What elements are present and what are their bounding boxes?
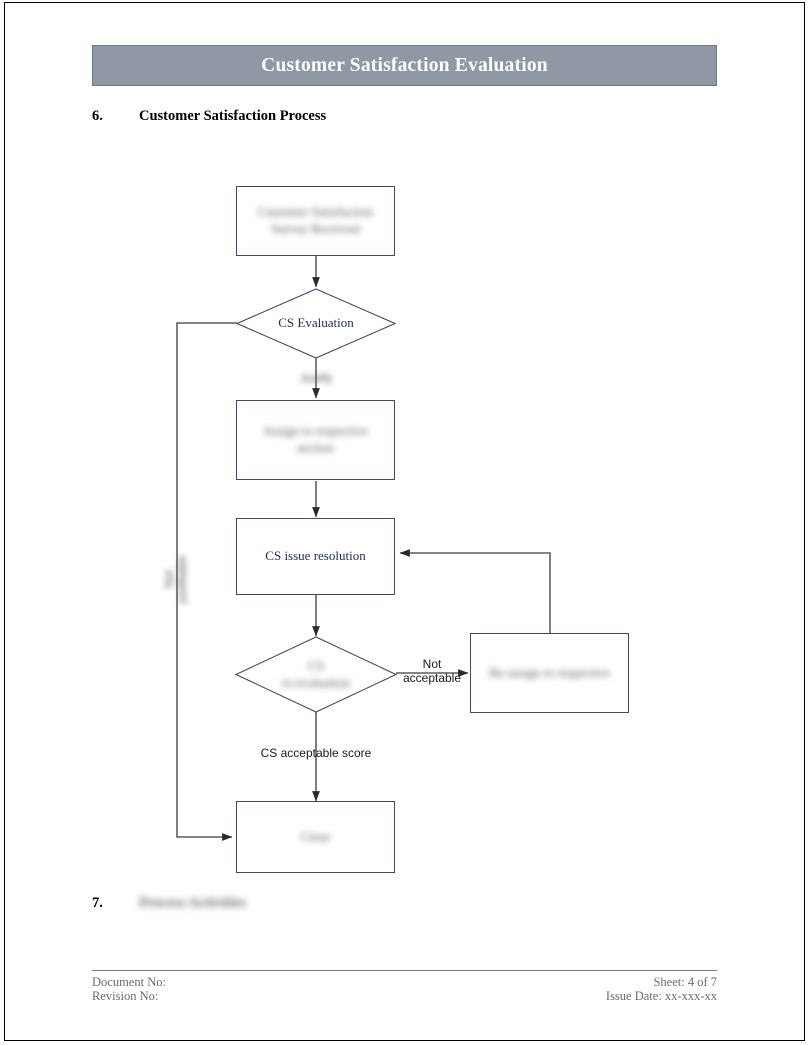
flow-node-close-label: Close	[300, 828, 331, 844]
section-6-title: Customer Satisfaction Process	[139, 108, 327, 124]
edge-label-not-justifiable: Not justifiable	[163, 555, 189, 604]
section-7-number: 7.	[92, 895, 103, 911]
flow-node-survey-received-label: Customer Satisfaction Survey Received	[257, 204, 374, 236]
flow-node-cs-evaluation-label: CS Evaluation	[278, 315, 354, 331]
edge-label-not-acceptable: Not acceptable	[402, 657, 462, 685]
flow-node-cs-issue-resolution[interactable]: CS issue resolution	[236, 518, 395, 595]
edge-label-justify: Justify	[299, 373, 333, 385]
document-title: Customer Satisfaction Evaluation	[261, 54, 548, 76]
footer-document-no: Document No:	[92, 975, 166, 989]
flow-node-survey-received[interactable]: Customer Satisfaction Survey Received	[236, 186, 395, 256]
flow-node-close[interactable]: Close	[236, 801, 395, 873]
document-header-banner: Customer Satisfaction Evaluation	[92, 45, 717, 86]
flow-node-cs-evaluation[interactable]: CS Evaluation	[237, 289, 395, 358]
section-6-number: 6.	[92, 108, 103, 124]
flow-node-cs-issue-resolution-label: CS issue resolution	[265, 548, 366, 564]
footer-revision-no: Revision No:	[92, 989, 159, 1003]
page-border	[4, 2, 805, 1041]
flow-node-cs-re-evaluation[interactable]: CS re-evaluation	[236, 637, 396, 712]
edge-label-cs-acceptable-score: CS acceptable score	[260, 746, 372, 760]
flow-node-assign-section-label: Assign to respective section	[262, 423, 369, 455]
footer-issue-date: Issue Date: xx-xxx-xx	[605, 989, 717, 1003]
section-7-title: Process Activities	[139, 895, 247, 911]
footer-sheet-number: Sheet: 4 of 7	[653, 975, 717, 989]
flow-node-assign-section[interactable]: Assign to respective section	[236, 400, 395, 480]
footer-divider	[92, 970, 717, 971]
flow-node-cs-re-evaluation-label: CS re-evaluation	[281, 657, 351, 690]
flow-node-re-assign[interactable]: Re-assign to respective	[470, 633, 629, 713]
flow-node-re-assign-label: Re-assign to respective	[489, 664, 610, 680]
